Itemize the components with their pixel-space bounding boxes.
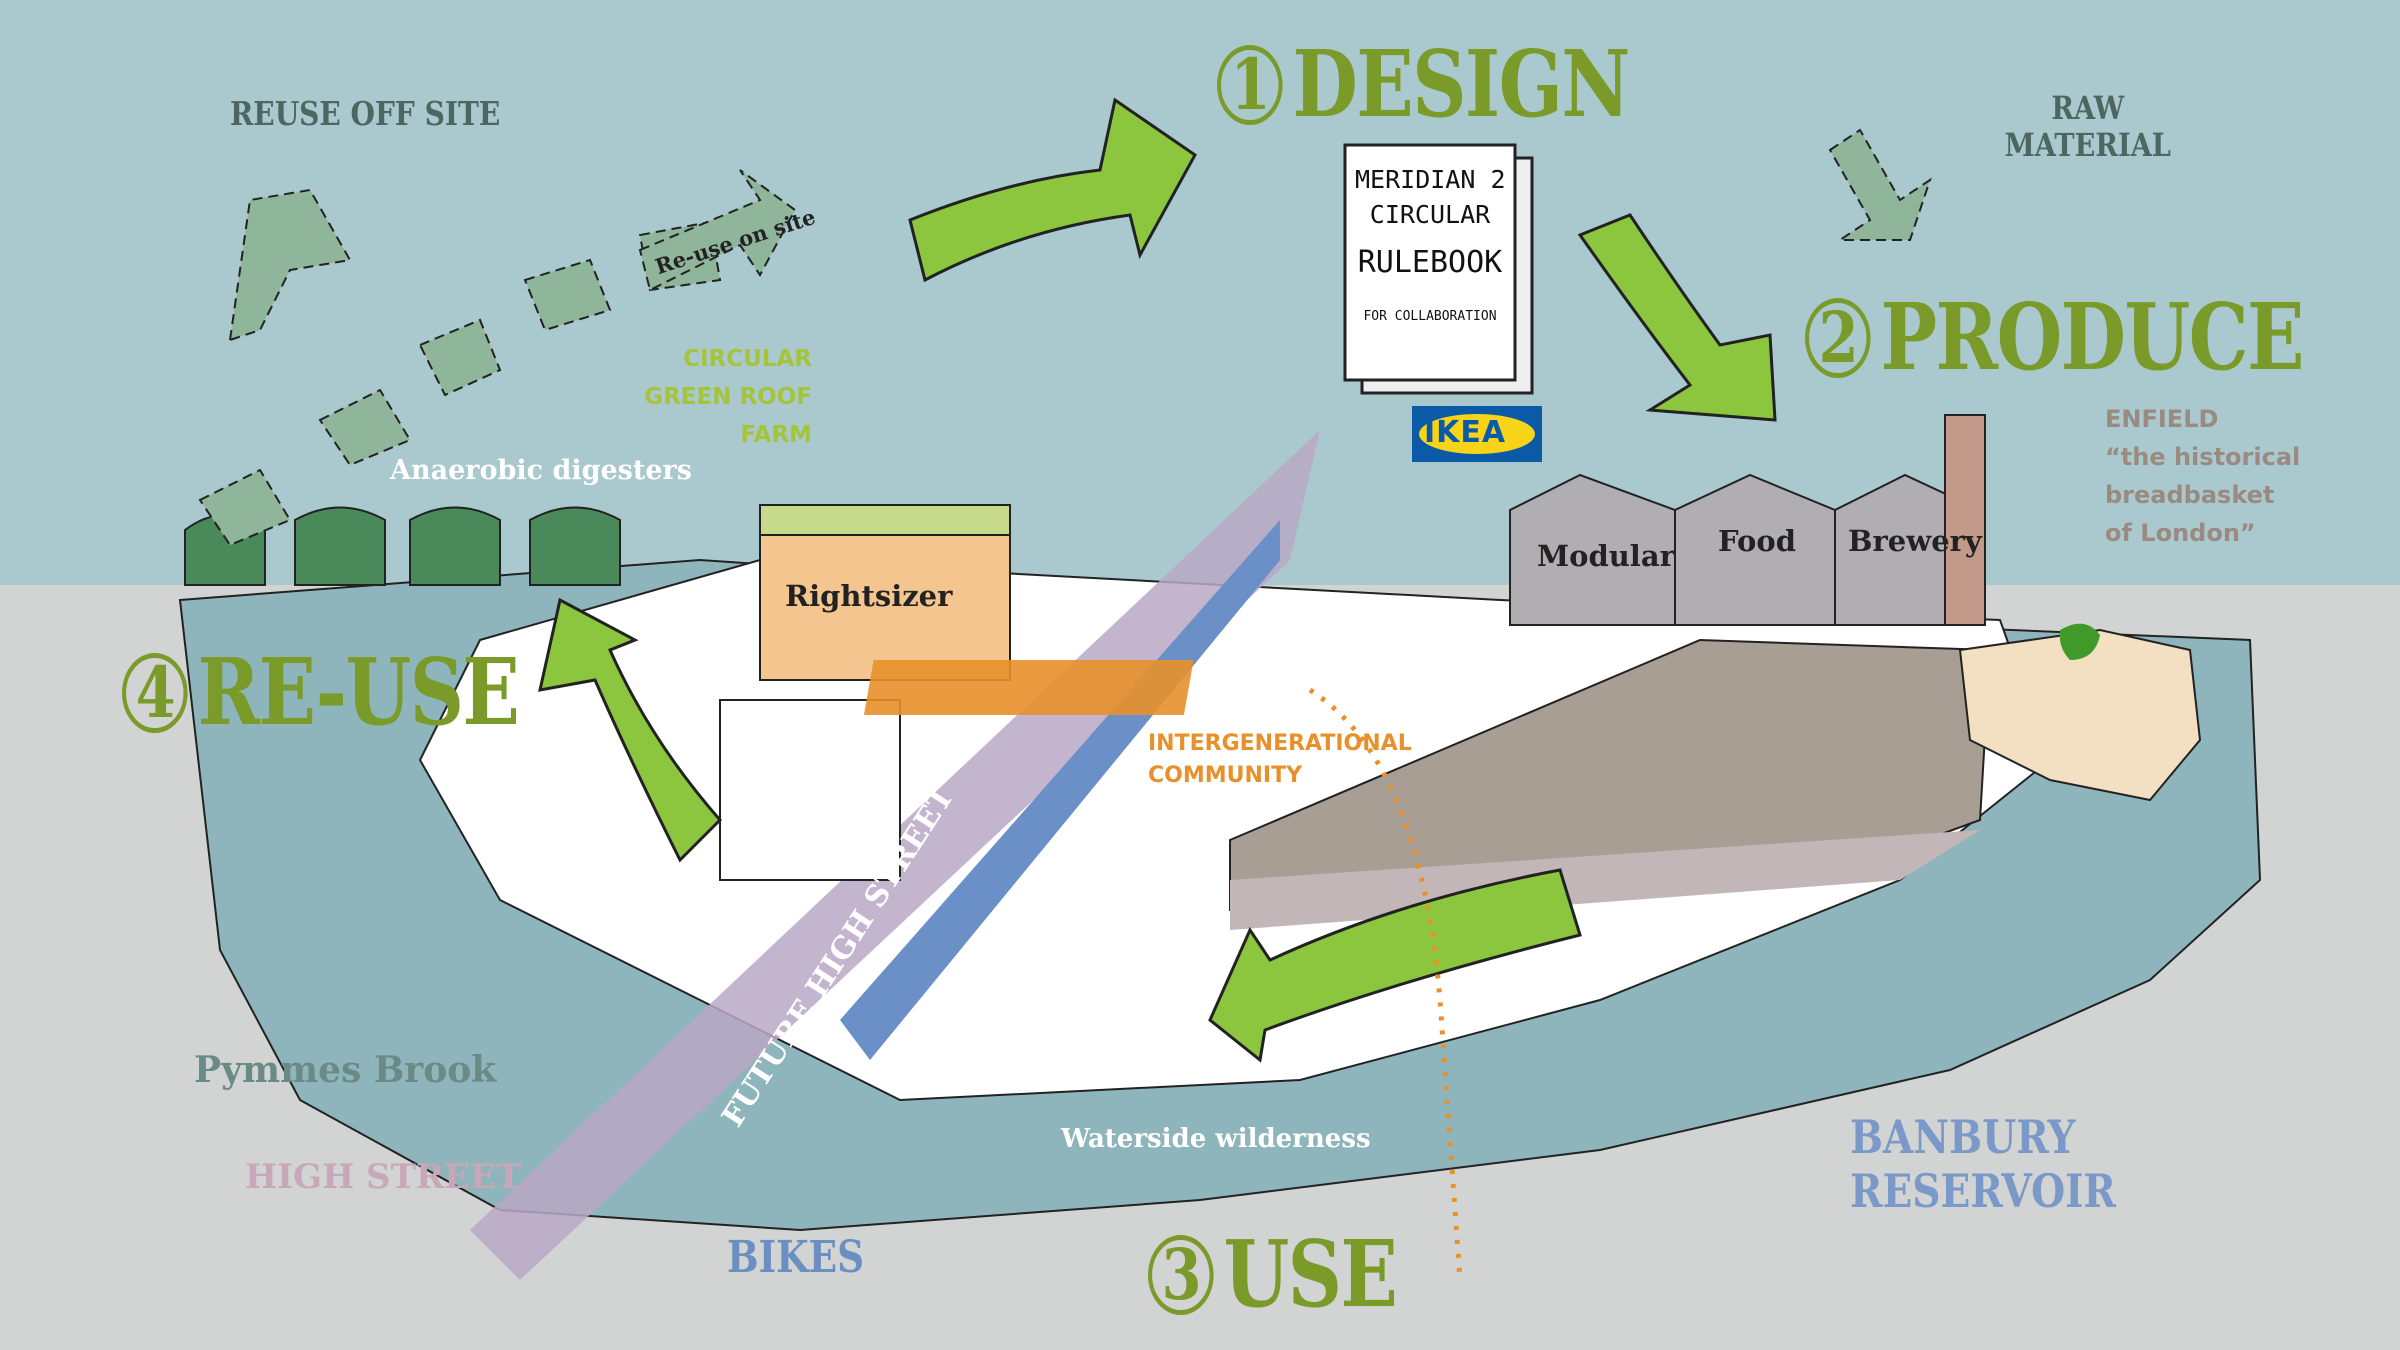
reuse-off-site-label: REUSE OFF SITE bbox=[230, 94, 501, 133]
tower-building bbox=[719, 699, 901, 881]
anaerobic-digesters-label: Anaerobic digesters bbox=[390, 455, 692, 486]
raw-material-line: MATERIAL bbox=[2004, 125, 2171, 164]
rulebook-title-line: RULEBOOK bbox=[1357, 244, 1503, 280]
rightsizer-label: Rightsizer bbox=[785, 579, 953, 613]
stage-number: 4 bbox=[122, 652, 188, 733]
banbury-line: BANBURY bbox=[1850, 1110, 2076, 1164]
stage-label: DESIGN bbox=[1292, 30, 1630, 138]
stage-number: 1 bbox=[1217, 44, 1283, 125]
community-plaza bbox=[863, 660, 1194, 715]
rulebook-text: MERIDIAN 2 CIRCULAR RULEBOOK FOR COLLABO… bbox=[1355, 160, 1506, 325]
arrow-use-to-reuse[interactable] bbox=[538, 597, 723, 863]
canal bbox=[840, 520, 1280, 1060]
stage-label: RE-USE bbox=[197, 638, 519, 746]
arrow-design-to-produce[interactable] bbox=[1577, 213, 1777, 422]
enfield-map bbox=[1958, 628, 2202, 802]
rulebook-subtitle: FOR COLLABORATION bbox=[1363, 309, 1497, 324]
enfield-line: breadbasket bbox=[2105, 481, 2275, 509]
community-line: INTERGENERATIONAL bbox=[1148, 731, 1412, 756]
bikes-label: BIKES bbox=[727, 1232, 865, 1283]
rulebook bbox=[1343, 143, 1534, 395]
green-roof bbox=[759, 504, 1011, 536]
arrow-reuse-to-design[interactable] bbox=[908, 97, 1197, 283]
high-street-label: HIGH STREET bbox=[245, 1157, 522, 1197]
green-roof-farm-label: CIRCULAR GREEN ROOF FARM bbox=[640, 340, 812, 454]
stage-label: PRODUCE bbox=[1880, 283, 2304, 391]
ikea-logo-oval bbox=[1419, 414, 1535, 454]
anaerobic-digesters bbox=[184, 506, 621, 586]
enfield-marker bbox=[2059, 623, 2100, 660]
reuse-dashed-arrow bbox=[198, 128, 1932, 547]
intergenerational-community-label: INTERGENERATIONAL COMMUNITY bbox=[1148, 728, 1412, 792]
arrow-produce-to-use[interactable] bbox=[1208, 868, 1582, 1063]
production-sheds bbox=[1509, 414, 1986, 626]
raw-material-label: RAW MATERIAL bbox=[2005, 90, 2171, 164]
stage-number: 2 bbox=[1805, 297, 1871, 378]
rulebook-title-line: MERIDIAN 2 bbox=[1355, 165, 1506, 194]
stage-number: 3 bbox=[1148, 1234, 1214, 1315]
waterside-wilderness-label: Waterside wilderness bbox=[1061, 1124, 1371, 1154]
stage-produce: 2 PRODUCE bbox=[1805, 283, 2304, 391]
banbury-line: RESERVOIR bbox=[1850, 1164, 2116, 1218]
banbury-reservoir-label: BANBURY RESERVOIR bbox=[1850, 1110, 2116, 1218]
enfield-label: ENFIELD “the historical breadbasket of L… bbox=[2105, 400, 2300, 552]
stage-label: USE bbox=[1223, 1220, 1397, 1328]
cycle-arrows[interactable] bbox=[538, 97, 1777, 1063]
rightsizer-building bbox=[759, 529, 1011, 681]
enfield-line: of London” bbox=[2105, 519, 2256, 547]
food-label: Food bbox=[1718, 524, 1796, 558]
brewery-label: Brewery bbox=[1848, 524, 1982, 558]
stage-design: 1 DESIGN bbox=[1217, 30, 1630, 138]
modular-label: Modular bbox=[1537, 539, 1675, 573]
ikea-logo-text: IKEA bbox=[1424, 415, 1507, 450]
green-roof-line: FARM bbox=[740, 422, 812, 448]
stage-use: 3 USE bbox=[1148, 1220, 1398, 1328]
green-roof-line: GREEN ROOF bbox=[644, 384, 812, 410]
enfield-line: “the historical bbox=[2105, 443, 2301, 471]
community-line: COMMUNITY bbox=[1148, 763, 1303, 788]
stage-reuse: 4 RE-USE bbox=[122, 638, 520, 746]
green-roof-line: CIRCULAR bbox=[683, 346, 812, 372]
enfield-line: ENFIELD bbox=[2105, 405, 2219, 433]
rulebook-title-line: CIRCULAR bbox=[1369, 199, 1491, 229]
raw-material-line: RAW bbox=[2051, 89, 2125, 127]
pymmes-brook-label: Pymmes Brook bbox=[194, 1049, 497, 1091]
